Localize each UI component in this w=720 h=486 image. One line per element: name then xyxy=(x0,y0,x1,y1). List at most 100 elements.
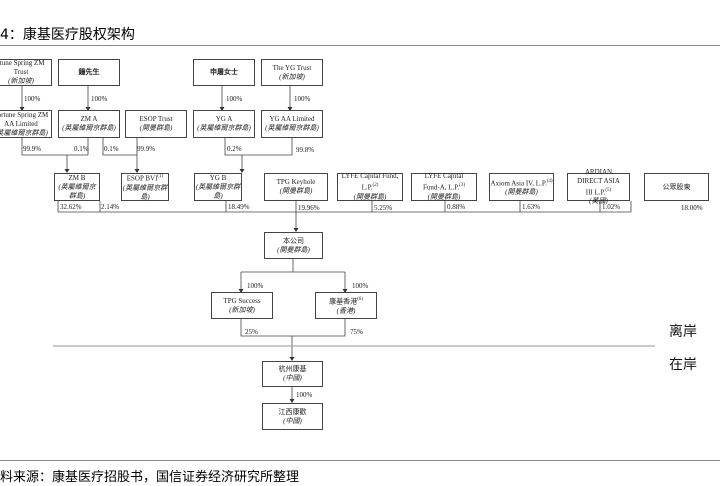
node-jurisdiction: (開曼群島) xyxy=(277,245,310,254)
node-name: ESOP BVI xyxy=(126,174,158,183)
node-yg-a: YG A (英屬維爾京群島) xyxy=(193,110,255,138)
node-name: 江西康歡 xyxy=(278,407,307,416)
footnote-marker: (2) xyxy=(372,183,379,189)
node-tpg-keyhole: TPG Keyhole (開曼群島) xyxy=(264,173,328,201)
pct-label: 99.8% xyxy=(296,146,315,154)
node-name: Axiom Asia IV, L.P. xyxy=(490,179,547,188)
node-name: TPG Keyhole xyxy=(276,178,316,186)
node-jurisdiction: (開曼群島) xyxy=(505,188,538,197)
node-yg-b: YG B (英屬維爾京群島) xyxy=(194,173,242,201)
node-jiangxi-kanghuan: 江西康歡 (中國) xyxy=(262,403,323,430)
node-esop-bvi: ESOP BVI(1) (英屬維爾京群島) xyxy=(121,173,169,201)
title-divider xyxy=(0,45,720,46)
node-jurisdiction: (開曼群島) xyxy=(279,187,313,195)
edge-zma-esop xyxy=(102,138,137,156)
node-jurisdiction: (香港) xyxy=(336,306,356,315)
pct-label: 100% xyxy=(296,391,313,399)
node-name: ZM B xyxy=(68,173,86,182)
footnote-marker: (5) xyxy=(605,187,612,193)
node-name: YG AA Limited xyxy=(269,115,315,123)
node-name: LYFE Capital Fund-A, L.P. xyxy=(422,172,464,192)
pct-label: 25% xyxy=(245,328,258,336)
node-jurisdiction: (英國) xyxy=(589,197,608,206)
node-name: YG A xyxy=(215,115,233,123)
figure-title: 4：康基医疗股权架构 xyxy=(0,27,135,43)
footnote-marker: (1) xyxy=(157,174,164,180)
node-fortune-spring-trust: rtune Spring ZM Trust (新加坡) xyxy=(0,59,52,86)
node-name: The YG Trust xyxy=(272,63,312,72)
node-jurisdiction: (英屬維爾京群島) xyxy=(62,124,116,132)
node-name: YG B xyxy=(209,173,227,182)
source-note: 料来源：康基医疗招股书，国信证券经济研究所整理 xyxy=(0,470,300,485)
pct-label: 32.62% xyxy=(60,203,82,211)
pct-label: 100% xyxy=(91,95,108,103)
pct-label: 99.9% xyxy=(23,145,42,153)
node-name: ARDIAN DIRECT ASIA III L.P. xyxy=(577,167,620,197)
pct-label: 100% xyxy=(24,95,41,103)
node-jurisdiction: (開曼群島) xyxy=(353,192,387,201)
node-jurisdiction: (英屬維爾京群島) xyxy=(265,124,319,132)
node-jurisdiction: (英屬維爾京群島) xyxy=(0,128,48,137)
pct-label: 19.96% xyxy=(298,204,320,212)
node-yg-aa: YG AA Limited (英屬維爾京群島) xyxy=(261,110,323,138)
node-ms-shentu: 申屠女士 xyxy=(193,59,255,86)
node-esop-trust: ESOP Trust (開曼群島) xyxy=(125,110,187,138)
node-jurisdiction: (開曼群島) xyxy=(427,192,461,201)
node-tpg-success: TPG Success (新加坡) xyxy=(211,292,273,319)
footnote-marker: (3) xyxy=(459,183,466,189)
edge-aa-zmb xyxy=(21,138,88,156)
node-name: Fortune Spring ZM AA Limited xyxy=(0,110,49,128)
node-yg-trust: The YG Trust (新加坡) xyxy=(261,59,323,86)
onshore-label: 在岸 xyxy=(669,357,697,373)
pct-label: 0.2% xyxy=(227,145,242,153)
node-name: TPG Success xyxy=(223,296,261,305)
node-jurisdiction: (英屬維爾京群島) xyxy=(58,182,96,200)
node-jurisdiction: (中國) xyxy=(283,374,302,382)
footnote-marker: (6) xyxy=(357,297,363,303)
pct-label: 2.14% xyxy=(101,203,120,211)
pct-label: 1.02% xyxy=(602,203,621,211)
node-jurisdiction: (新加坡) xyxy=(8,77,34,85)
pct-label: 0.1% xyxy=(74,145,89,153)
node-zm-a: ZM A (英屬維爾京群島) xyxy=(58,110,120,138)
edge-yga-ygb xyxy=(224,138,293,156)
node-jurisdiction: (新加坡) xyxy=(279,72,305,81)
pct-label: 0.1% xyxy=(104,145,119,153)
node-jurisdiction: (中國) xyxy=(283,416,302,425)
node-name: 公眾股東 xyxy=(662,182,691,191)
node-name: ZM A xyxy=(80,115,98,123)
node-name: LYFE Capital Fund, L.P. xyxy=(341,172,399,192)
pct-label: 100% xyxy=(294,95,311,103)
pct-label: 100% xyxy=(247,282,264,290)
node-name: 鐘先生 xyxy=(78,68,100,76)
node-jurisdiction: (開曼群島) xyxy=(139,124,173,132)
node-lyfe-fund-a: LYFE Capital Fund-A, L.P.(3) (開曼群島) xyxy=(411,172,477,201)
offshore-label: 离岸 xyxy=(669,324,697,340)
node-mr-zhong: 鐘先生 xyxy=(58,59,120,86)
node-kangji-hk: 康基香港(6) (香港) xyxy=(315,292,377,319)
node-jurisdiction: (英屬維爾京群島) xyxy=(195,182,241,200)
node-name: 康基香港 xyxy=(329,297,358,306)
pct-label: 100% xyxy=(226,95,243,103)
node-jurisdiction: (英屬維爾京群島) xyxy=(122,183,168,201)
footnote-marker: (4) xyxy=(546,178,553,184)
node-name: 杭州康基 xyxy=(278,365,307,373)
node-hangzhou-kangji: 杭州康基 (中國) xyxy=(262,361,323,387)
node-jurisdiction: (新加坡) xyxy=(229,305,255,314)
node-name: rtune Spring ZM Trust xyxy=(0,59,45,76)
node-name: 申屠女士 xyxy=(210,68,238,76)
node-name: 本公司 xyxy=(283,236,304,245)
node-zm-b: ZM B (英屬維爾京群島) xyxy=(54,173,100,201)
node-public-shareholders: 公眾股東 xyxy=(644,173,709,201)
node-fortune-spring-aa: Fortune Spring ZM AA Limited (英屬維爾京群島) xyxy=(0,110,52,138)
pct-label: 99.9% xyxy=(137,145,156,153)
pct-label: 18.00% xyxy=(681,204,703,212)
pct-label: 100% xyxy=(352,282,369,290)
node-ardian: ARDIAN DIRECT ASIA III L.P.(5) (英國) xyxy=(567,168,630,205)
pct-label: 1.63% xyxy=(522,203,541,211)
pct-label: 75% xyxy=(350,328,363,336)
node-company: 本公司 (開曼群島) xyxy=(264,232,323,259)
node-jurisdiction: (英屬維爾京群島) xyxy=(197,124,251,132)
pct-label: 0.88% xyxy=(447,203,466,211)
